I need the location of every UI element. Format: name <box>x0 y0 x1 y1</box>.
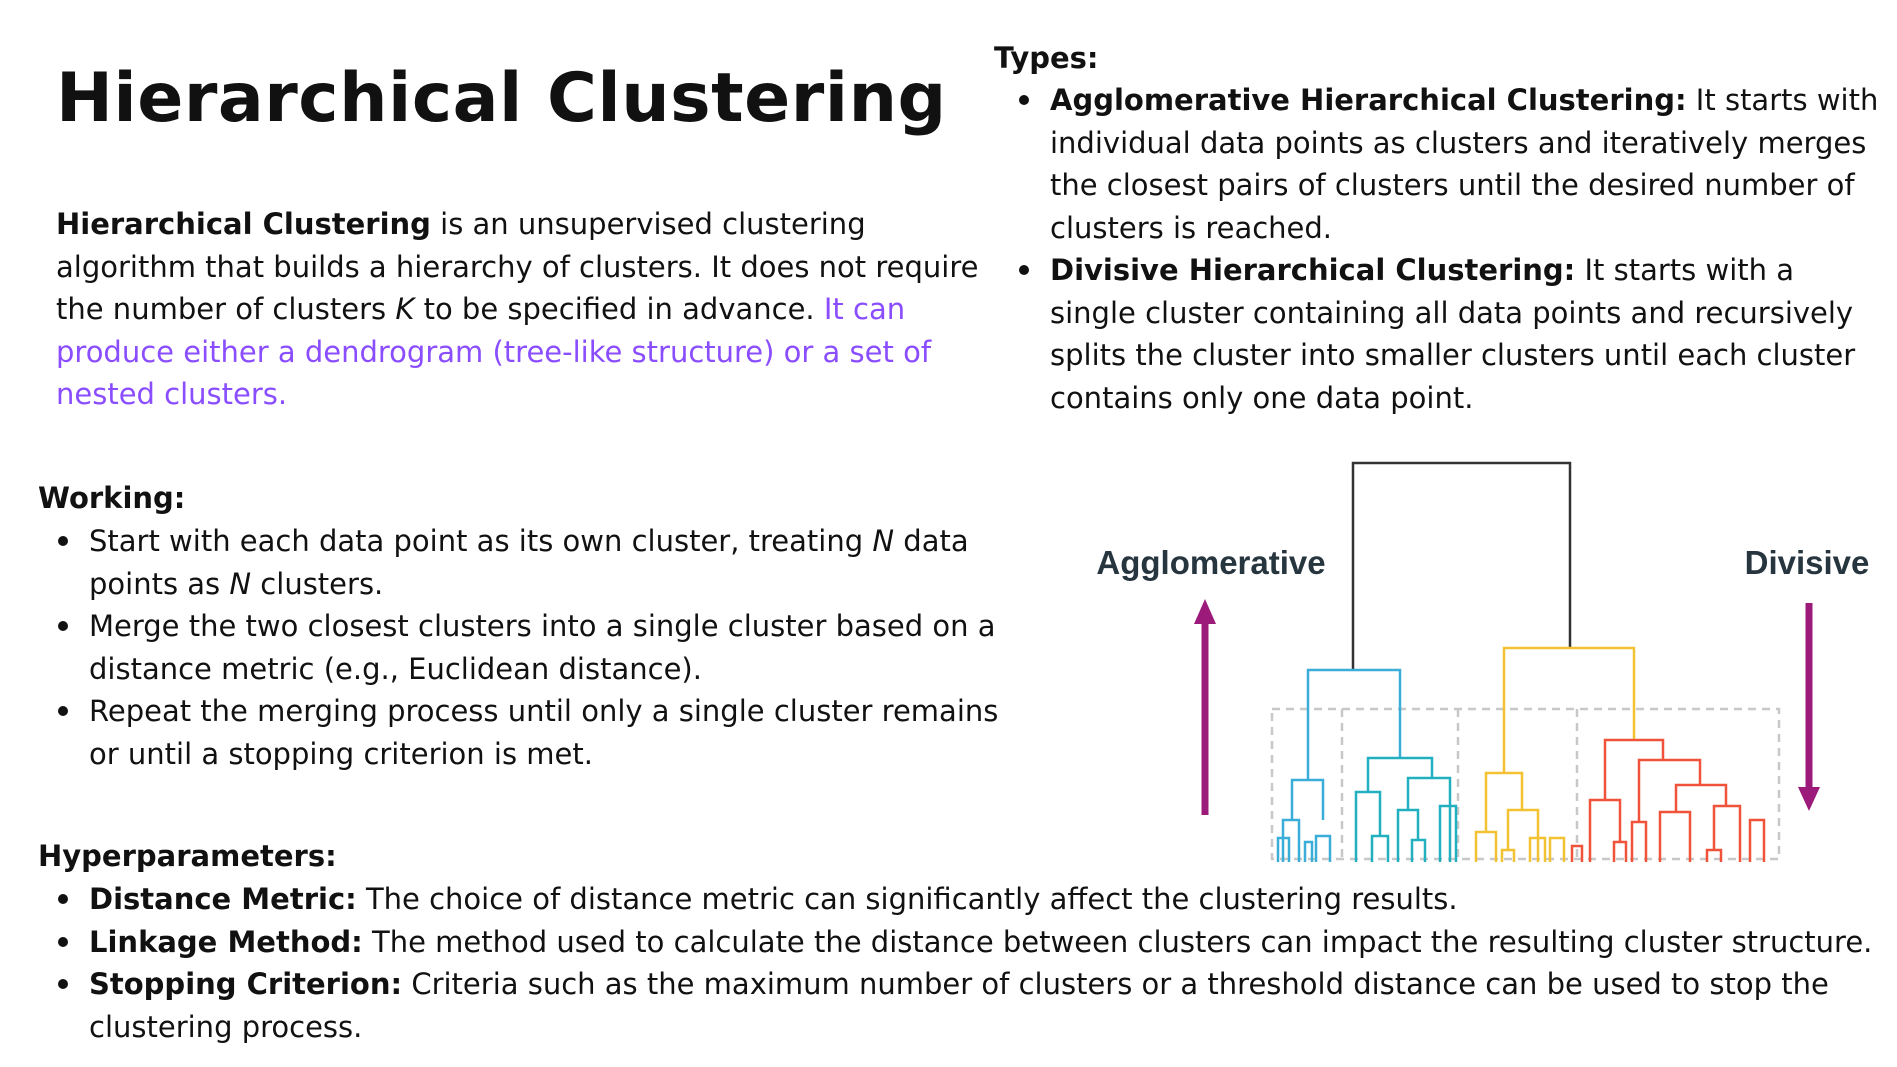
working-list: Start with each data point as its own cl… <box>56 520 1016 775</box>
types-item-text: It starts with individual data points as… <box>1050 83 1879 245</box>
dendrogram-teal-cluster <box>1354 756 1458 862</box>
hyperparameter-label: Linkage Method: <box>89 924 363 959</box>
types-heading: Types: <box>994 41 1099 75</box>
intro-term: Hierarchical Clustering <box>56 207 431 241</box>
dendrogram-diagram: Agglomerative Divisive <box>1096 461 1870 862</box>
hyperparameter-item: Stopping Criterion: Criteria such as the… <box>56 963 1886 1048</box>
types-item-label: Divisive Hierarchical Clustering: <box>1050 253 1576 287</box>
working-item-text: Start with each data point as its own cl… <box>89 524 873 558</box>
dendrogram-blue-cluster <box>1276 668 1402 862</box>
dendrogram-root-links <box>1351 461 1572 670</box>
hyperparameter-text: Criteria such as the maximum number of c… <box>89 967 1829 1044</box>
hyperparameter-item: Distance Metric: The choice of distance … <box>56 878 1886 921</box>
types-item-label: Agglomerative Hierarchical Clustering: <box>1050 83 1687 117</box>
intro-var-k: K <box>395 292 415 326</box>
types-item-text: It starts with a single cluster containi… <box>1050 253 1856 415</box>
working-var-n: N <box>872 524 895 558</box>
hyperparameter-text: The choice of distance metric can signif… <box>356 882 1458 916</box>
hyperparameter-label: Stopping Criterion: <box>89 967 403 1001</box>
types-item: Divisive Hierarchical Clustering: It sta… <box>1017 249 1887 419</box>
dendrogram-red-cluster <box>1570 738 1766 862</box>
working-heading: Working: <box>38 481 186 515</box>
working-var-n: N <box>229 566 252 601</box>
dendrogram-yellow-cluster <box>1474 646 1636 862</box>
agglomerative-label: Agglomerative <box>1096 544 1325 581</box>
intro-paragraph: Hierarchical Clustering is an unsupervis… <box>56 203 986 416</box>
working-item: Merge the two closest clusters into a si… <box>56 605 1016 690</box>
working-item-text: clusters. <box>251 566 384 601</box>
types-list: Agglomerative Hierarchical Clustering: I… <box>1017 79 1887 419</box>
intro-text-1: is an unsupervised clustering algorithm … <box>56 207 979 326</box>
hyperparameter-item: Linkage Method: The method used to calcu… <box>56 921 1886 964</box>
hyperparameters-list: Distance Metric: The choice of distance … <box>56 878 1886 1048</box>
intro-text-2: to be specified in advance. <box>414 292 824 326</box>
working-item-text: data points as <box>89 524 969 601</box>
intro-highlight: It can produce either a dendrogram (tree… <box>56 292 932 411</box>
working-item: Start with each data point as its own cl… <box>56 520 1016 605</box>
working-item: Repeat the merging process until only a … <box>56 690 1016 775</box>
divisive-label: Divisive <box>1745 544 1870 581</box>
agglomerative-arrow-icon <box>1194 599 1216 815</box>
cluster-boxes <box>1270 707 1781 861</box>
hyperparameters-heading: Hyperparameters: <box>38 839 337 873</box>
hyperparameter-text: The method used to calculate the distanc… <box>362 924 1873 959</box>
divisive-arrow-icon <box>1798 603 1820 811</box>
hyperparameter-label: Distance Metric: <box>89 882 357 916</box>
page-title: Hierarchical Clustering <box>56 59 947 138</box>
types-item: Agglomerative Hierarchical Clustering: I… <box>1017 79 1887 249</box>
